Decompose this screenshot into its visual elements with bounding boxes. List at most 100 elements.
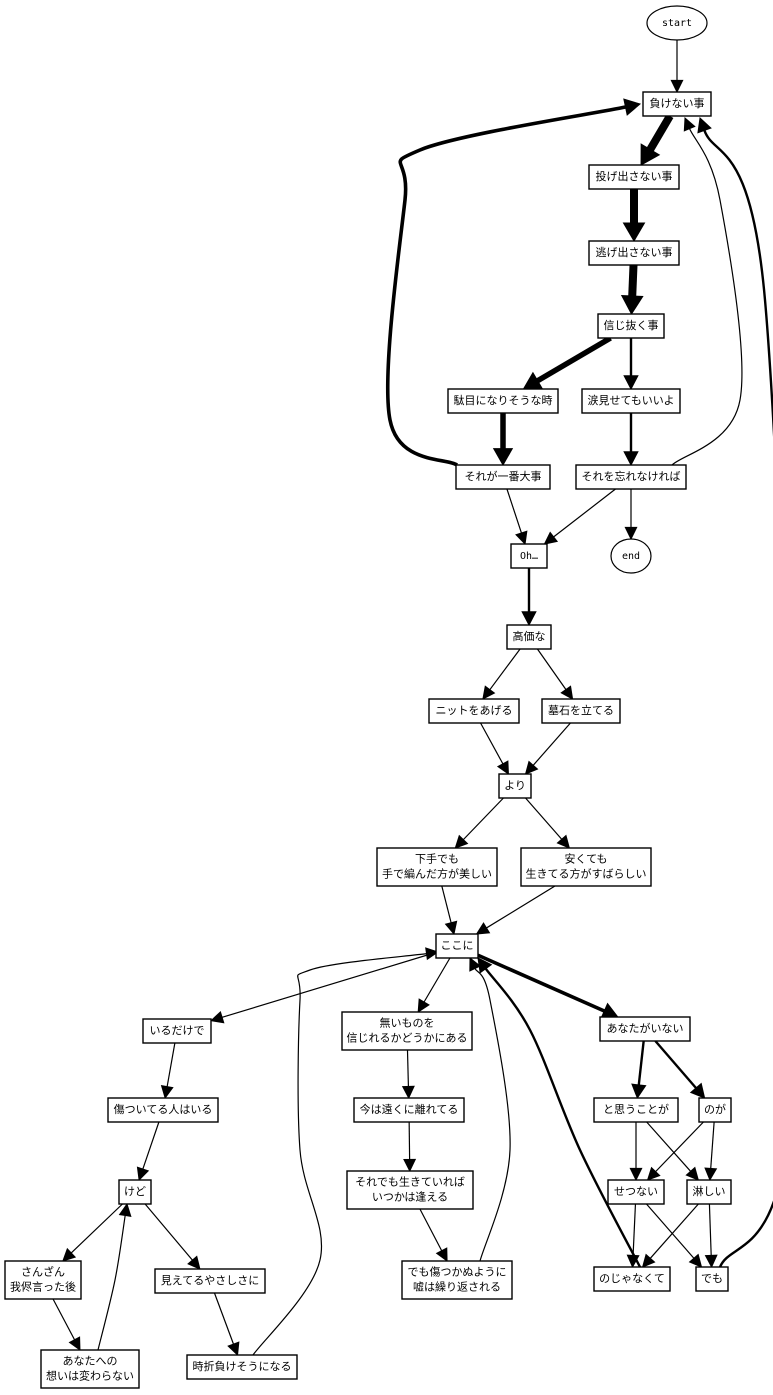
edge-n24-to-n29	[144, 1203, 201, 1270]
node-label: 生きてる方がすばらしい	[526, 867, 647, 881]
node-label: あなたへの	[63, 1355, 118, 1368]
node-label: 信じ抜く事	[604, 318, 659, 332]
arrowhead	[444, 920, 458, 936]
node-start[interactable]: start	[646, 5, 708, 41]
node-n6[interactable]: 涙見せてもいいよ	[581, 388, 681, 414]
edge-line	[649, 1203, 699, 1259]
arrowhead	[620, 295, 644, 315]
edge-n23-to-n26	[646, 1121, 704, 1181]
node-n10[interactable]: 高価な	[506, 624, 552, 650]
node-n3[interactable]: 逃げ出さない事	[588, 240, 680, 266]
edge-n14-to-n16	[441, 885, 458, 936]
node-ellipse	[610, 538, 652, 574]
node-box	[642, 91, 712, 117]
edge-n30-to-n16	[469, 956, 511, 1262]
edge-n18-to-n21	[401, 1049, 415, 1100]
node-n29[interactable]: 見えてるやさしさに	[154, 1268, 266, 1294]
edge-n22-to-n26	[629, 1122, 643, 1182]
node-box	[186, 1354, 298, 1380]
node-box	[593, 1266, 671, 1292]
edge-n34-to-n16	[252, 947, 440, 1356]
node-box	[353, 1097, 465, 1123]
node-label: のじゃなくて	[599, 1272, 665, 1285]
node-label: ニットをあげる	[436, 704, 513, 717]
node-n4[interactable]: 信じ抜く事	[597, 313, 665, 339]
node-end[interactable]: end	[610, 538, 652, 574]
node-label: それでも生きていれば	[355, 1175, 465, 1189]
node-n22[interactable]: と思うことが	[593, 1097, 679, 1123]
node-box	[428, 698, 520, 724]
node-label: 想いは変わらない	[46, 1369, 134, 1383]
node-box	[510, 543, 548, 569]
node-n32[interactable]: でも	[695, 1266, 729, 1292]
node-n27[interactable]: 淋しい	[686, 1179, 732, 1205]
arrowhead	[640, 143, 661, 166]
edge-n4-to-n6	[623, 338, 639, 391]
node-n19[interactable]: あなたがいない	[599, 1016, 691, 1042]
node-n2[interactable]: 投げ出さない事	[588, 164, 680, 190]
node-n8[interactable]: それを忘れなければ	[575, 464, 687, 490]
arrowhead	[623, 375, 639, 391]
node-label: せつない	[614, 1185, 658, 1198]
edge-n3-to-n4	[620, 264, 644, 315]
node-label: 見えてるやさしさに	[161, 1274, 259, 1287]
node-box	[607, 1179, 665, 1205]
edge-n7-to-n9	[506, 488, 528, 546]
node-n31[interactable]: のじゃなくて	[593, 1266, 671, 1292]
node-box	[435, 933, 479, 959]
node-label: 負けない事	[650, 97, 705, 110]
node-n12[interactable]: 墓石を立てる	[541, 698, 621, 724]
edge-n19-to-n23	[654, 1040, 706, 1099]
node-label: 傷ついてる人はいる	[114, 1102, 213, 1116]
edge-n7-to-n1	[385, 98, 642, 467]
node-box	[597, 313, 665, 339]
node-n17[interactable]: いるだけで	[142, 1018, 212, 1044]
node-n9[interactable]: Oh…	[510, 543, 548, 569]
node-box	[107, 1097, 219, 1123]
node-n1[interactable]: 負けない事	[642, 91, 712, 117]
node-label: 無いものを	[380, 1016, 435, 1030]
node-n5[interactable]: 駄目になりそうな時	[447, 388, 559, 414]
edge-line	[477, 953, 606, 1013]
node-n21[interactable]: 今は遠くに離れてる	[353, 1097, 465, 1123]
node-n11[interactable]: ニットをあげる	[428, 698, 520, 724]
node-box	[593, 1097, 679, 1123]
edge-line	[703, 130, 773, 1268]
node-box	[401, 1260, 513, 1300]
arrowhead	[704, 1254, 718, 1269]
edge-line	[441, 885, 452, 923]
edge-n8-to-end	[624, 489, 638, 541]
edge-line	[213, 1292, 235, 1345]
arrowhead	[435, 1247, 448, 1263]
node-box	[498, 773, 532, 799]
node-box	[4, 1260, 82, 1300]
node-n34[interactable]: 時折負けそうになる	[186, 1354, 298, 1380]
edge-line	[506, 488, 522, 534]
node-n23[interactable]: のが	[698, 1097, 732, 1123]
node-box	[40, 1349, 140, 1389]
node-label: 涙見せてもいいよ	[587, 393, 674, 407]
edge-n15-to-n16	[475, 885, 556, 935]
arrowhead	[631, 1083, 647, 1100]
node-box	[376, 847, 498, 887]
node-n24[interactable]: けど	[118, 1179, 152, 1205]
node-label: いるだけで	[150, 1024, 205, 1037]
node-label: 高価な	[513, 629, 546, 643]
node-label: 墓石を立てる	[548, 703, 614, 717]
node-n13[interactable]: より	[498, 773, 532, 799]
node-n16[interactable]: ここに	[435, 933, 479, 959]
node-label: start	[662, 18, 692, 29]
node-n20[interactable]: 傷ついてる人はいる	[107, 1097, 219, 1123]
node-n7[interactable]: それが一番大事	[455, 464, 551, 490]
edge-n12-to-n13	[524, 722, 571, 775]
node-n26[interactable]: せつない	[607, 1179, 665, 1205]
